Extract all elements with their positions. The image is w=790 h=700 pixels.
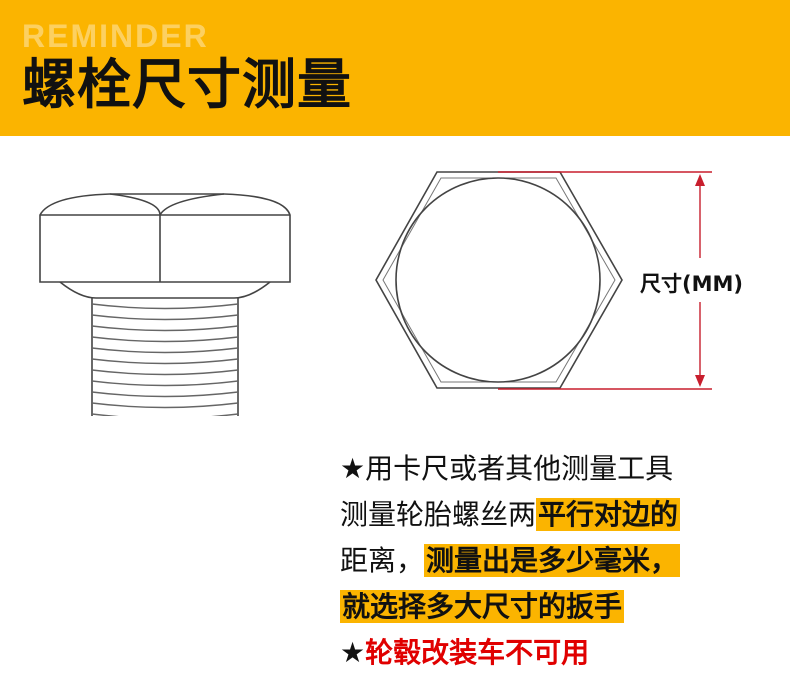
note-highlight: 测量出是多少毫米， <box>424 544 681 577</box>
header-banner: REMINDER 螺栓尺寸测量 <box>0 0 790 136</box>
note-line-4: 就选择多大尺寸的扳手 <box>340 584 780 630</box>
thread-line <box>91 391 239 398</box>
note-line-3: 距离，测量出是多少毫米， <box>340 538 780 584</box>
star-icon: ★ <box>340 452 366 485</box>
thread-line <box>91 413 239 416</box>
note-highlight: 平行对边的 <box>536 498 681 531</box>
page-title: 螺栓尺寸测量 <box>22 53 352 116</box>
note-line-5: ★轮毂改装车不可用 <box>340 630 780 676</box>
thread-line <box>91 325 239 332</box>
measurement-notes: ★用卡尺或者其他测量工具 测量轮胎螺丝两平行对边的 距离，测量出是多少毫米， 就… <box>340 446 780 676</box>
note-line-1: ★用卡尺或者其他测量工具 <box>340 446 780 492</box>
note-text: 用卡尺或者其他测量工具 <box>365 452 674 485</box>
warning-text: 轮毂改装车不可用 <box>365 636 590 669</box>
note-text: 测量轮胎螺丝两 <box>340 498 537 531</box>
star-icon: ★ <box>340 636 366 669</box>
thread-line <box>91 402 239 409</box>
note-text: 距离， <box>340 544 425 577</box>
dimension-label: 尺寸(MM) <box>640 272 743 296</box>
note-highlight: 就选择多大尺寸的扳手 <box>340 590 625 623</box>
thread-line <box>91 369 239 376</box>
thread-line <box>91 314 239 321</box>
bolt-thread <box>91 298 239 416</box>
note-line-2: 测量轮胎螺丝两平行对边的 <box>340 492 780 538</box>
bolt-side-view <box>39 193 291 416</box>
dimension-indicator <box>498 171 712 390</box>
thread-line <box>91 303 239 310</box>
bolt-head <box>39 193 291 299</box>
reminder-subtitle: REMINDER <box>22 18 209 54</box>
thread-line <box>91 380 239 387</box>
thread-line <box>91 336 239 343</box>
thread-line <box>91 347 239 354</box>
thread-line <box>91 358 239 365</box>
bolt-illustration <box>39 171 712 416</box>
bolt-hex-top-view <box>375 171 623 389</box>
